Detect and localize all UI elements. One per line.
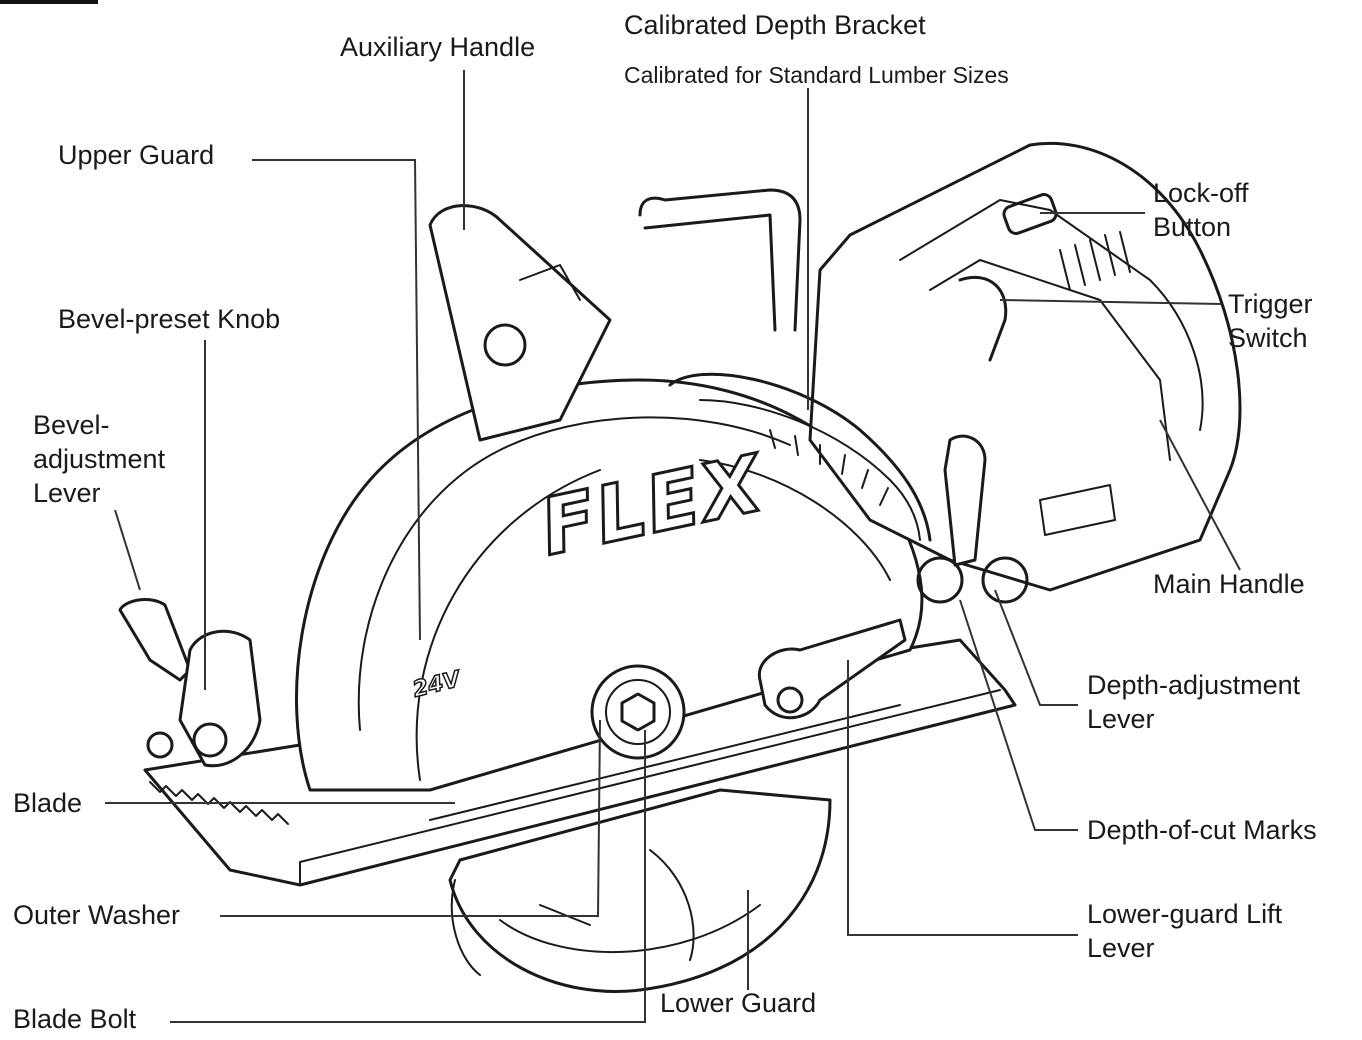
label-lower-guard-lift-lever: Lower-guard Lift Lever <box>1087 897 1282 965</box>
label-calibrated-depth-bracket-note: Calibrated for Standard Lumber Sizes <box>624 62 1009 88</box>
label-depth-adjustment-lever: Depth-adjustment Lever <box>1087 668 1300 736</box>
blade-bolt-shape <box>620 692 656 732</box>
label-depth-adj-line-1: Depth-adjustment <box>1087 670 1301 700</box>
depth-adjustment-lever-shape <box>916 434 1029 604</box>
label-depth-of-cut-marks: Depth-of-cut Marks <box>1087 815 1317 845</box>
label-trigger-switch: Trigger Switch <box>1228 287 1313 355</box>
label-depth-adj-line-2: Lever <box>1087 704 1155 734</box>
label-lift-lever-line-2: Lever <box>1087 933 1155 963</box>
label-calibrated-depth-bracket: Calibrated Depth Bracket <box>624 10 926 40</box>
bevel-adjustment-lever-shape <box>118 598 262 768</box>
label-lower-guard: Lower Guard <box>660 988 817 1018</box>
label-bevel-preset-knob: Bevel-preset Knob <box>58 304 281 334</box>
corner-bar <box>0 0 98 4</box>
leader-lines <box>105 70 1241 1023</box>
label-trigger-line-1: Trigger <box>1228 289 1313 319</box>
depth-of-cut-ticks <box>769 429 889 506</box>
auxiliary-handle-shape <box>428 204 612 442</box>
label-trigger-line-2: Switch <box>1228 323 1308 353</box>
label-main-handle: Main Handle <box>1153 569 1305 599</box>
label-auxiliary-handle: Auxiliary Handle <box>340 32 536 62</box>
label-blade: Blade <box>13 788 83 818</box>
label-lock-off-line-2: Button <box>1153 212 1232 242</box>
lock-off-button-shape <box>1002 193 1058 235</box>
label-bevel-adj-line-2: adjustment <box>33 444 166 474</box>
lower-guard <box>448 788 832 993</box>
label-bevel-adj-line-3: Lever <box>33 478 101 508</box>
label-lift-lever-line-1: Lower-guard Lift <box>1087 899 1283 929</box>
label-upper-guard: Upper Guard <box>58 140 215 170</box>
label-outer-washer: Outer Washer <box>13 900 181 930</box>
depth-bracket-rod <box>638 188 802 332</box>
label-lock-off-button: Lock-off Button <box>1153 176 1249 244</box>
depth-scale-arc <box>668 372 932 542</box>
grip-ribs <box>1059 231 1131 291</box>
motor-housing <box>808 141 1242 592</box>
label-blade-bolt: Blade Bolt <box>13 1004 137 1034</box>
lower-guard-lift-lever-shape <box>757 618 907 720</box>
label-bevel-adj-line-1: Bevel- <box>33 410 110 440</box>
label-lock-off-line-1: Lock-off <box>1153 178 1249 208</box>
label-bevel-adjustment-lever: Bevel- adjustment Lever <box>33 408 165 510</box>
